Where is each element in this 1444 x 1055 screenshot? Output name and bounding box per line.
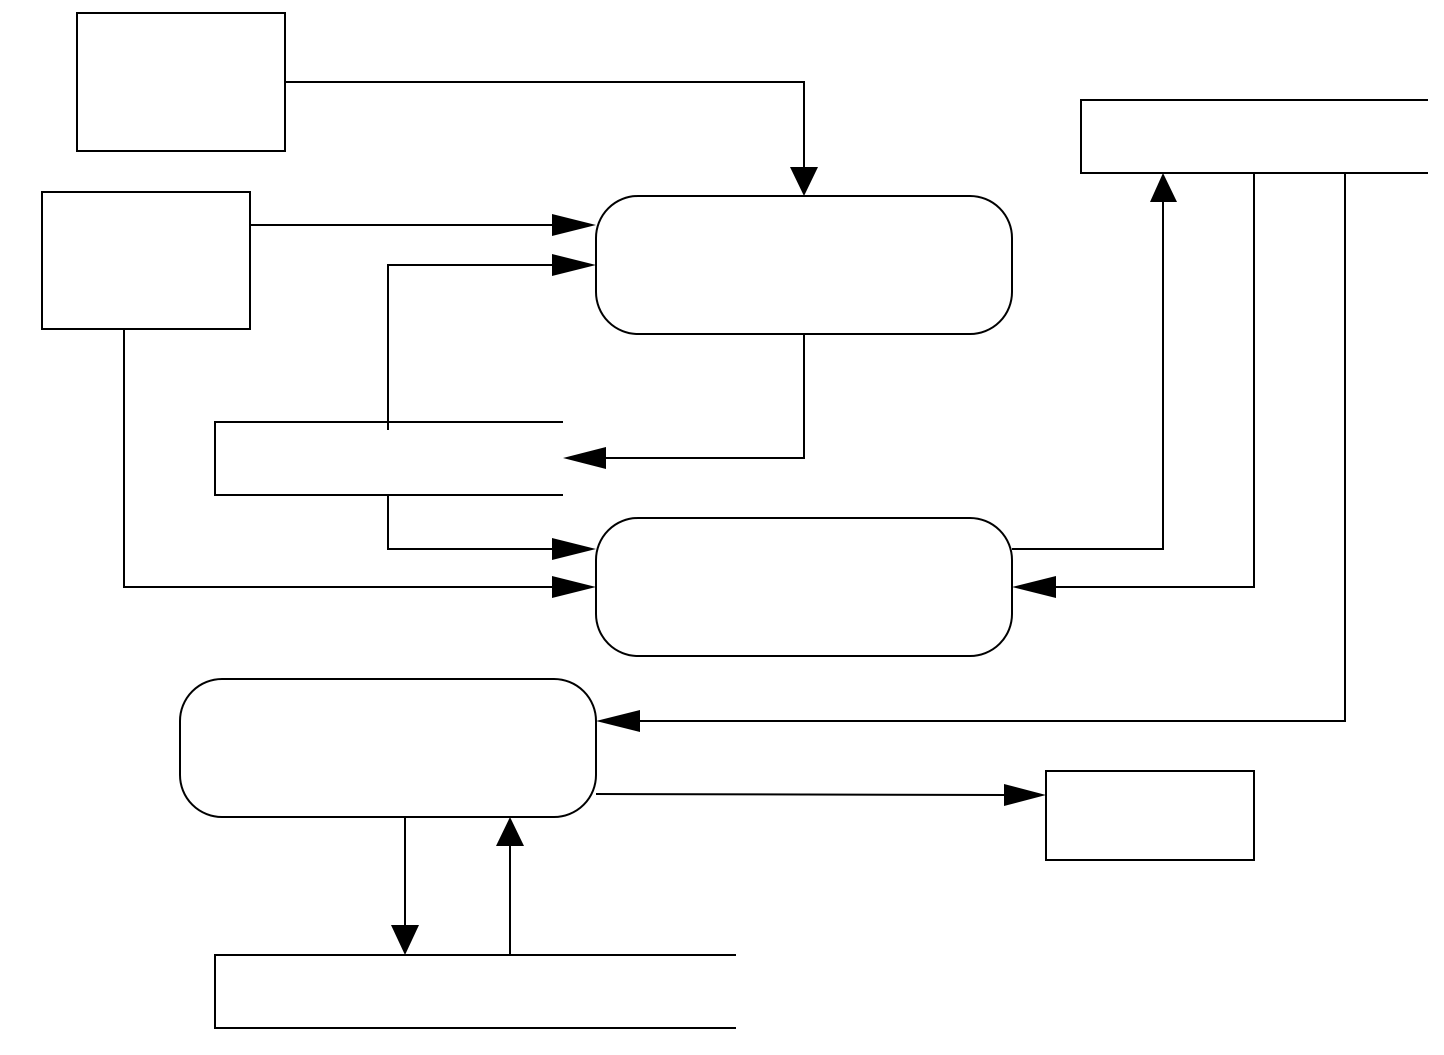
process-2 xyxy=(595,517,1013,657)
external-entity-3 xyxy=(1045,770,1255,861)
flow-process-2-to-store-2 xyxy=(1012,173,1177,550)
flow-store-3-to-process-3 xyxy=(496,817,524,955)
process-3 xyxy=(179,678,597,818)
external-entity-1 xyxy=(76,12,286,152)
flow-process-3-to-store-3 xyxy=(391,817,419,955)
flow-entity-2-to-process-2 xyxy=(123,329,596,598)
flow-process-3-to-entity-3 xyxy=(595,784,1046,806)
data-store-2 xyxy=(1080,99,1428,174)
external-entity-2 xyxy=(41,191,251,330)
flow-store-2-to-process-3 xyxy=(596,173,1346,732)
flow-store-2-to-process-2 xyxy=(1012,173,1255,598)
data-store-1 xyxy=(214,421,563,496)
flow-process-1-to-store-1 xyxy=(563,334,805,469)
flow-entity-1-to-process-1 xyxy=(285,81,818,196)
flow-store-1-to-process-1 xyxy=(387,254,596,430)
flow-entity-2-to-process-1 xyxy=(250,214,596,236)
flow-store-1-to-process-2 xyxy=(387,495,596,560)
process-1 xyxy=(595,195,1013,335)
data-store-3 xyxy=(214,954,736,1029)
